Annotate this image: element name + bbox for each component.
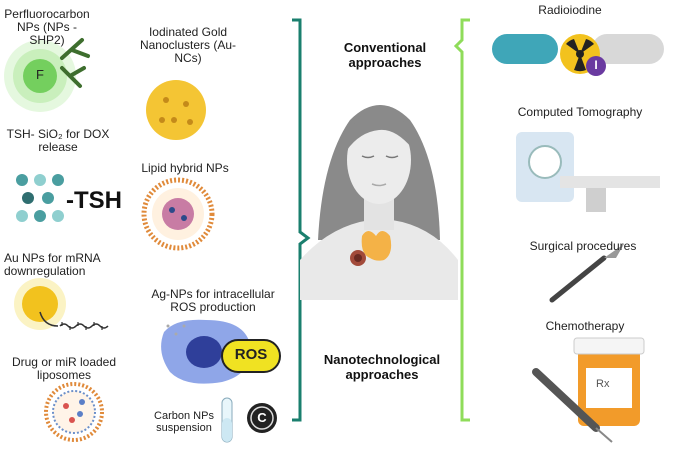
carbon-label: Carbon NPs suspension (146, 410, 222, 434)
conventional-bracket (453, 18, 470, 422)
pfc-line1: Perfluorocarbon (4, 7, 90, 21)
capsule-icon (492, 34, 664, 74)
au-np-line2: downregulation (4, 264, 86, 278)
carbon-badge-shape (247, 403, 277, 433)
ag-line1: Ag-NPs for intracellular (151, 287, 275, 301)
scalpel-icon (549, 244, 624, 303)
pill-bottle-icon (573, 337, 645, 426)
lipid-label: Lipid hybrid NPs (141, 161, 229, 175)
au-nc-line2: Nanoclusters (Au-NCs) (139, 38, 237, 65)
pfc-line2: NPs (NPs - SHP2) (17, 20, 77, 47)
lipo-label: Drug or miR loaded liposomes (4, 356, 124, 382)
pfc-nanoparticle-icon (4, 38, 90, 112)
conventional-heading: Conventional approaches (330, 40, 440, 70)
chemo-label: Chemotherapy (545, 319, 625, 333)
gold-nanoparticle-icon (14, 278, 109, 330)
ros-badge-shape (221, 339, 281, 373)
pfc-badge: F (36, 67, 44, 82)
tsh-line1: TSH- SiO₂ for DOX (6, 127, 110, 141)
ros-tag: ROS (234, 346, 268, 363)
nano-bracket (292, 18, 311, 422)
nano-line2: approaches (345, 367, 419, 382)
liposome-icon (44, 382, 104, 442)
nano-heading: Nanotechnological approaches (312, 352, 452, 382)
nano-line1: Nanotechnological (323, 352, 441, 367)
au-np-label: Au NPs for mRNA downregulation (4, 252, 114, 278)
iodine-badge: I (594, 58, 598, 72)
patient-figure (300, 105, 458, 300)
test-tube-icon (221, 397, 233, 443)
carbon-line2: suspension (156, 422, 212, 434)
lipo-line2: liposomes (36, 368, 92, 382)
ag-label: Ag-NPs for intracellular ROS production (138, 288, 288, 314)
pfc-label: Perfluorocarbon NPs (NPs - SHP2) (2, 8, 92, 47)
ag-line2: ROS production (170, 300, 256, 314)
iodine-badge-shape (586, 56, 606, 76)
rx-label: Rx (596, 378, 610, 390)
surgery-label: Surgical procedures (529, 239, 637, 253)
ct-label: Computed Tomography (517, 105, 643, 119)
conventional-line2: approaches (348, 55, 422, 70)
au-np-line1: Au NPs for mRNA (4, 251, 101, 265)
tsh-label: TSH- SiO₂ for DOX release (4, 128, 112, 154)
au-nc-label: Iodinated Gold Nanoclusters (Au-NCs) (128, 26, 248, 65)
radioiodine-label: Radioiodine (538, 3, 602, 17)
lipid-hybrid-nanoparticle-icon (141, 177, 215, 251)
gold-nanocluster-icon (146, 80, 206, 140)
au-nc-line1: Iodinated Gold (148, 25, 228, 39)
conventional-line1: Conventional (343, 40, 427, 55)
tsh-tag: -TSH (66, 187, 122, 214)
lipo-line1: Drug or miR loaded (11, 355, 117, 369)
carbon-tag: C (257, 410, 267, 425)
ct-scanner-icon (516, 132, 660, 212)
silica-particles-icon (16, 174, 64, 222)
tsh-line2: release (38, 140, 78, 154)
carbon-line1: Carbon NPs (154, 410, 214, 422)
syringe-icon (532, 368, 613, 443)
